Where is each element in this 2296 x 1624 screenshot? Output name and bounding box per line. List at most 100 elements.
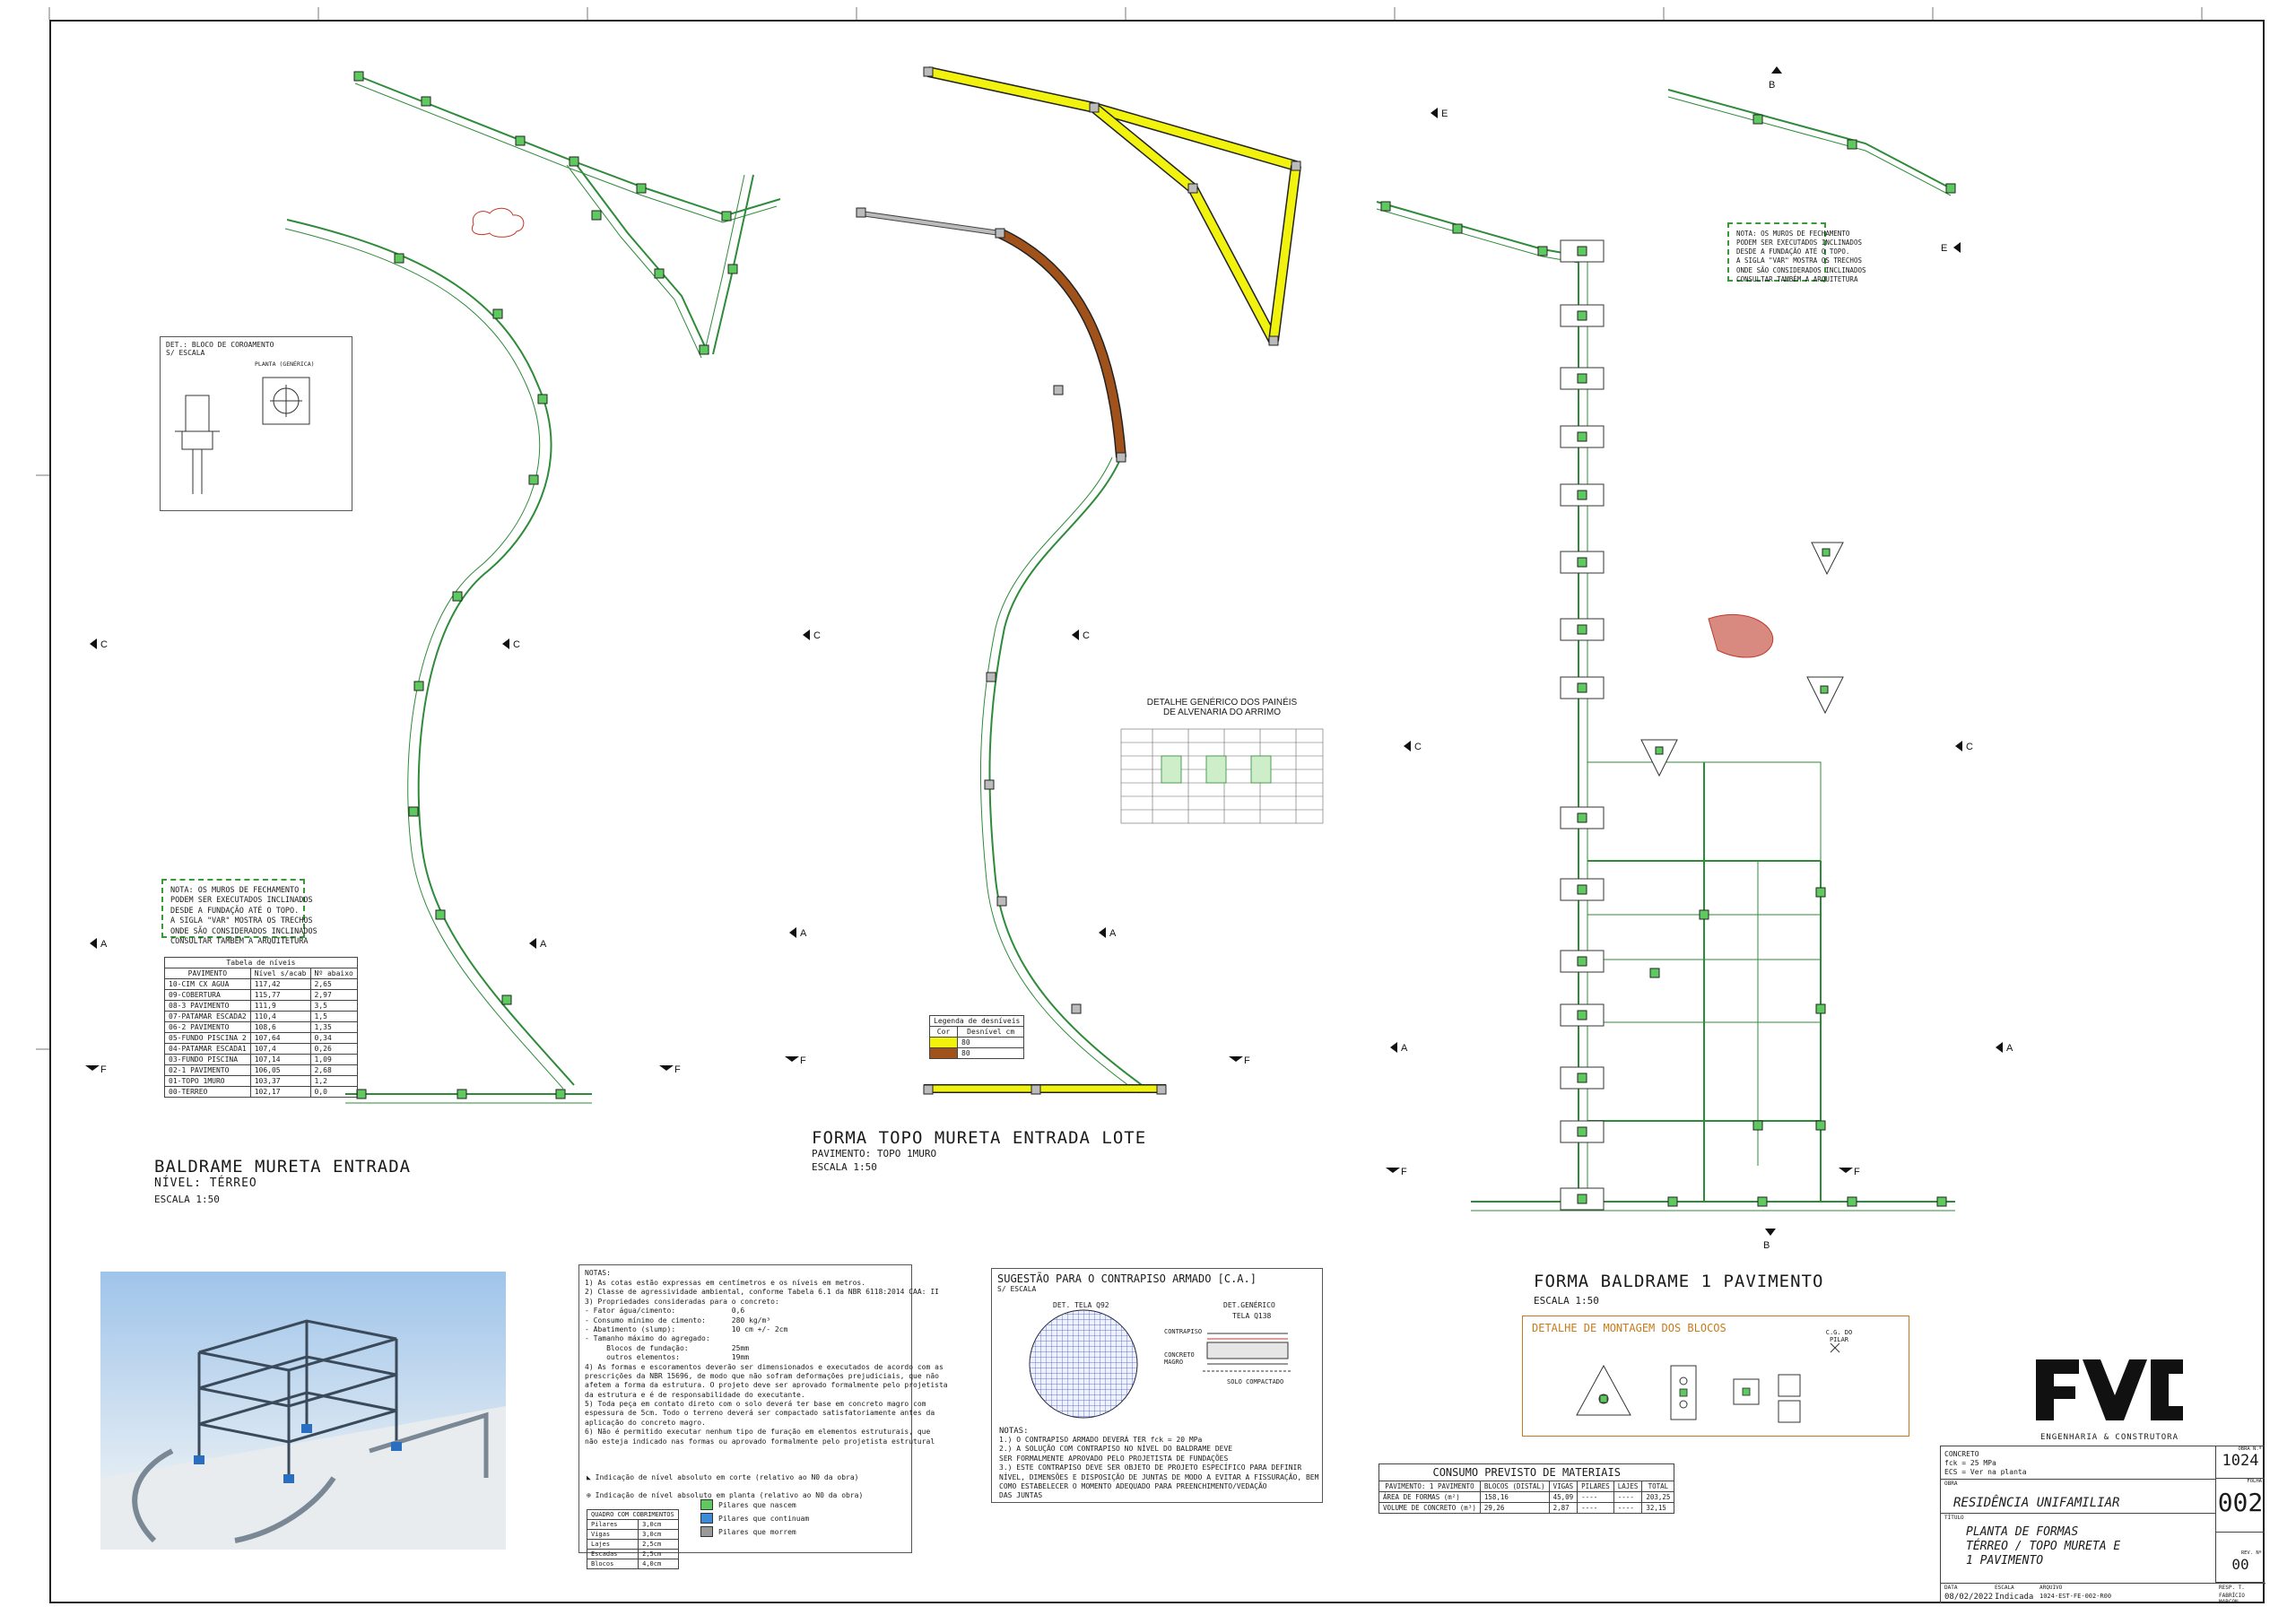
section-marker-label: F [1244, 1055, 1250, 1066]
col-header: VIGAS [1548, 1481, 1578, 1492]
table-cell: 03-FUNDO PISCINA [164, 1054, 251, 1065]
table-cell: 107,14 [249, 1054, 311, 1065]
tb-escala: Indicada [1995, 1593, 2034, 1602]
plan-baldrame-mureta [284, 71, 781, 1104]
table-cell: 115,77 [249, 989, 311, 1001]
nota-line: PODEM SER EXECUTADOS INCLINADOS [1736, 239, 1862, 248]
table-cell: ---- [1577, 1491, 1614, 1503]
detalhe-paineis-subtitle: DE ALVENARIA DO ARRIMO [1163, 708, 1281, 717]
nota-line: ONDE SÃO CONSIDERADOS INCLINADOS [170, 926, 317, 936]
notas-line: prescrições da NBR 15696, de modo que nã… [585, 1371, 939, 1380]
table-cell: 00-TERREO [164, 1086, 251, 1098]
det-bloco-title: DET.: BLOCO DE COROAMENTO [166, 341, 274, 349]
drawing-nivel: NÍVEL: TÉRREO [154, 1177, 257, 1190]
section-marker-label: E [1941, 243, 1947, 254]
tb-desc-line: PLANTA DE FORMAS [1966, 1525, 2079, 1539]
table-cell: 102,17 [249, 1086, 311, 1098]
tb-desc-line: TÉRREO / TOPO MURETA E [1966, 1540, 2121, 1553]
legend-swatch [929, 1037, 958, 1048]
section-marker-label: C [1966, 742, 1973, 752]
section-marker-label: A [2006, 1043, 2013, 1054]
notas-line: da estrutura e é de responsabilidade do … [585, 1390, 805, 1399]
tb-folha-label: FOLHA [2247, 1479, 2262, 1484]
nota-line: DESDE A FUNDAÇÃO ATÉ O TOPO. [1736, 248, 1850, 256]
tb-concreto: CONCRETO [1944, 1450, 1979, 1458]
drawing-title: FORMA BALDRAME 1 PAVIMENTO [1534, 1272, 1824, 1291]
tb-obra-label: OBRA [1944, 1481, 1958, 1487]
table-cell: 06-2 PAVIMENTO [164, 1021, 251, 1033]
table-cell: 1,5 [309, 1011, 358, 1022]
table-cell: 203,25 [1641, 1491, 1675, 1503]
section-marker-label: B [1763, 1240, 1770, 1251]
consumo-title: CONSUMO PREVISTO DE MATERIAIS [1378, 1463, 1675, 1481]
col-header: BLOCOS (DISTAL) [1479, 1481, 1550, 1492]
nivel-planta-icon: ⊕ [587, 1491, 591, 1499]
table-cell: 01-TOPO 1MURO [164, 1075, 251, 1087]
pilar-swatch [700, 1499, 713, 1510]
table-cell: 32,15 [1641, 1502, 1675, 1514]
contrapiso-notas-title: NOTAS: [999, 1427, 1029, 1436]
drawing-scale: ESCALA 1:50 [154, 1194, 220, 1205]
table-cell: 111,9 [249, 1000, 311, 1012]
table-cell: 158,16 [1479, 1491, 1550, 1503]
contrapiso-drawing [1029, 1309, 1292, 1419]
section-marker-label: A [800, 928, 807, 939]
contrapiso-subtitle: S/ ESCALA [997, 1285, 1037, 1293]
contrapiso-nota-line: SER FORMALMENTE APROVADO PELO PROJETISTA… [999, 1454, 1229, 1463]
table-cell: 106,05 [249, 1064, 311, 1076]
tb-data: 08/02/2022 [1944, 1593, 1994, 1602]
col-header: TOTAL [1641, 1481, 1675, 1492]
section-marker-label: A [1109, 928, 1117, 939]
col-header: Desnível cm [956, 1026, 1025, 1038]
section-marker-label: C [1414, 742, 1422, 752]
legend-value: 80 [956, 1047, 1025, 1059]
tb-arquivo-label: ARQUIVO [2039, 1585, 2063, 1591]
table-cell: 1,09 [309, 1054, 358, 1065]
table-cell: Pilares [586, 1519, 639, 1530]
table-cell: 2,97 [309, 989, 358, 1001]
notas-line: espessura de 5cm. Todo o terreno deverá … [585, 1409, 935, 1418]
section-marker-label: A [100, 939, 108, 950]
pilar-legend-label: Pilares que morrem [718, 1527, 796, 1536]
section-marker-label: F [674, 1064, 681, 1075]
section-marker-label: C [1083, 630, 1090, 641]
concreto-label: CONCRETO MAGRO [1164, 1351, 1195, 1366]
contrapiso-nota-line: COMO ESTABELECER O MOMENTO ADEQUADO PARA… [999, 1481, 1267, 1490]
det-tela-label: DET. TELA Q92 [1053, 1301, 1109, 1309]
section-marker-label: F [100, 1064, 107, 1075]
contrapiso-nota-line: 3.) ESTE CONTRAPISO DEVE SER OBJETO DE P… [999, 1463, 1302, 1472]
notas-line: 5) Toda peça em contato direto com o sol… [585, 1400, 926, 1409]
tb-obra-no-label: OBRA N.º [2238, 1446, 2263, 1452]
section-marker-label: A [1401, 1043, 1408, 1054]
nota-line: NOTA: OS MUROS DE FECHAMENTO [170, 886, 300, 895]
notas-line: 6) Não é permitido executar nenhum tipo … [585, 1428, 931, 1437]
col-header: Nível s/acab [249, 968, 311, 979]
det-bloco-panel: DET.: BLOCO DE COROAMENTO S/ ESCALA PLAN… [160, 336, 352, 511]
drawing-scale: ESCALA 1:50 [812, 1161, 877, 1173]
section-marker-label: F [1401, 1167, 1407, 1177]
pilar-legend-label: Pilares que nascem [718, 1500, 796, 1509]
nota-line: PODEM SER EXECUTADOS INCLINADOS [170, 896, 313, 906]
table-cell: Vigas [586, 1529, 639, 1540]
drawing-frame [49, 20, 2265, 1603]
section-marker-label: F [1854, 1167, 1860, 1177]
table-cell: 08-3 PAVIMENTO [164, 1000, 251, 1012]
company-logo [2036, 1359, 2183, 1420]
tb-resp: FABRÍCIO MARCON [2219, 1593, 2245, 1605]
contrapiso-notas: NOTAS: 1.) O CONTRAPISO ARMADO DEVERÁ TE… [999, 1427, 1318, 1501]
tabela-niveis-title: Tabela de níveis [164, 957, 358, 968]
notas-line: - Consumo mínimo de cimento: 280 kg/m³ [585, 1316, 771, 1324]
table-cell: Lajes [586, 1539, 639, 1550]
section-marker-label: E [1441, 109, 1448, 119]
table-cell: 110,4 [249, 1011, 311, 1022]
